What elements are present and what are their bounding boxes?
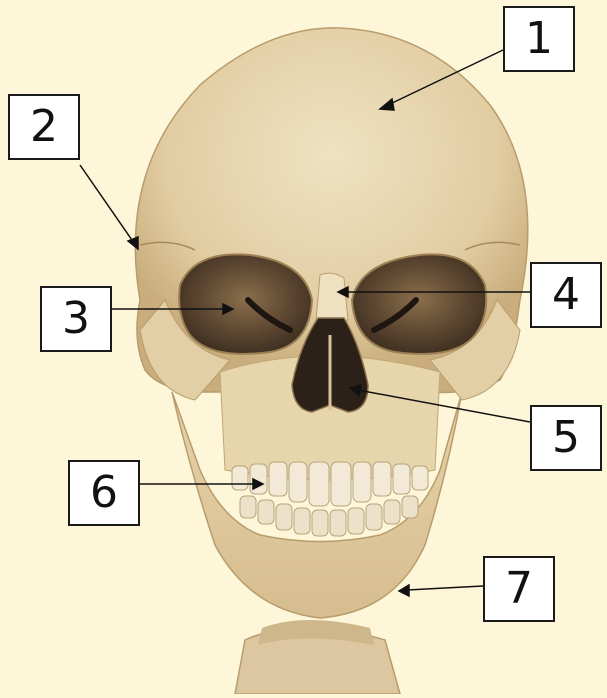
- label-2-box: 2: [8, 94, 80, 160]
- label-1-text: 1: [525, 17, 553, 61]
- right-orbit: [179, 254, 312, 354]
- label-7-text: 7: [505, 567, 533, 611]
- label-4-text: 4: [552, 273, 580, 317]
- left-orbit: [352, 254, 486, 354]
- neck-vertebrae: [235, 620, 400, 694]
- label-2-text: 2: [30, 105, 58, 149]
- label-6-text: 6: [90, 471, 118, 515]
- label-1-box: 1: [503, 6, 575, 72]
- label-3-text: 3: [62, 297, 90, 341]
- label-7-box: 7: [483, 556, 555, 622]
- label-5-box: 5: [530, 405, 602, 471]
- label-5-text: 5: [552, 416, 580, 460]
- label-6-box: 6: [68, 460, 140, 526]
- label-3-box: 3: [40, 286, 112, 352]
- nasal-bone: [316, 273, 348, 320]
- label-4-box: 4: [530, 262, 602, 328]
